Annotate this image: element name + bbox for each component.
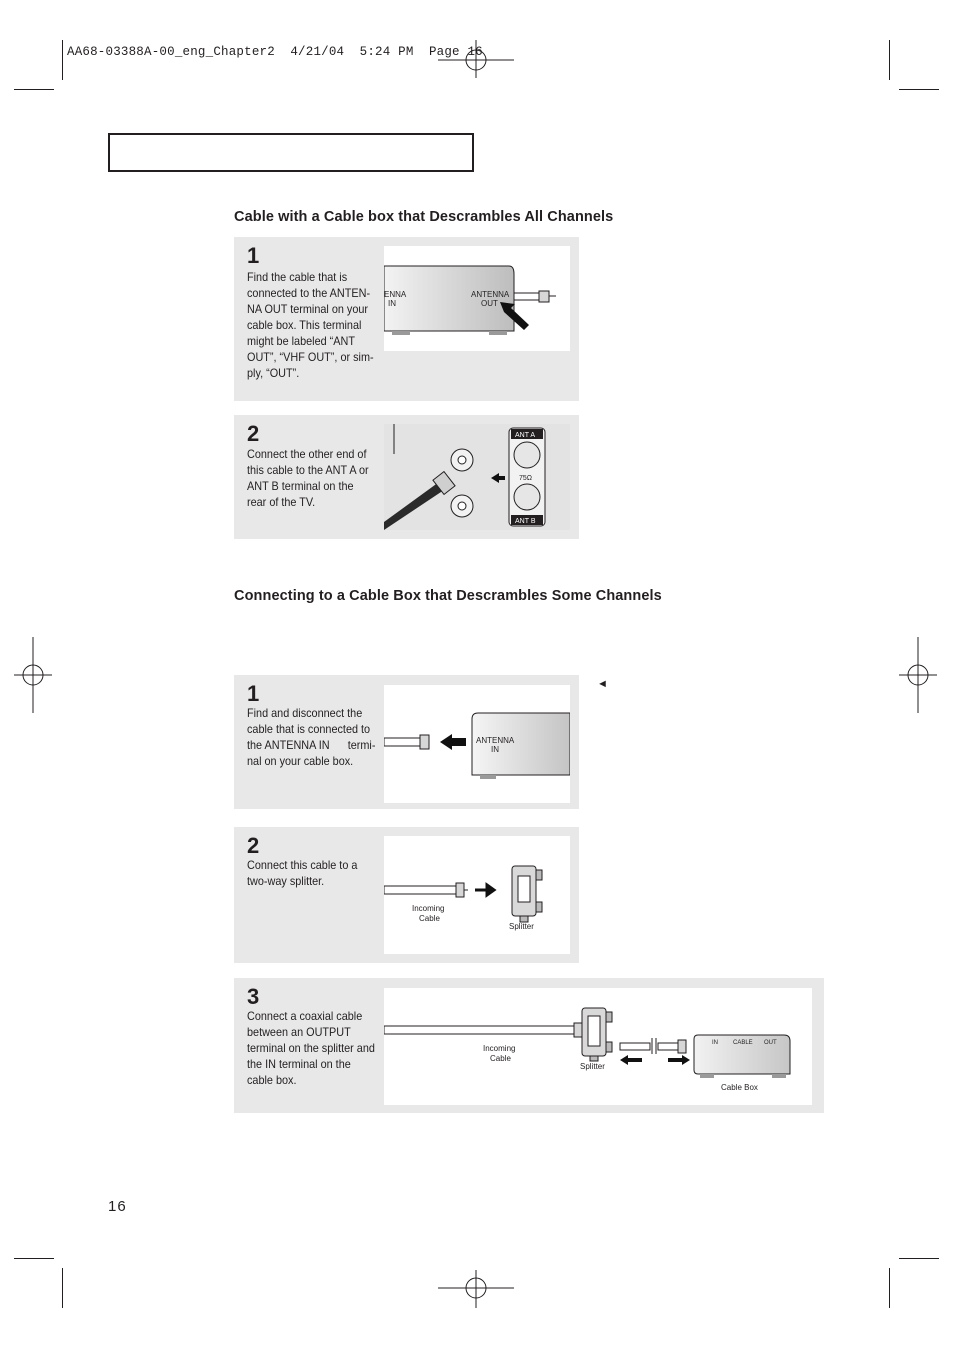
step-number: 3 — [247, 984, 260, 1009]
splitter-label: Splitter — [580, 1062, 605, 1071]
step-text: Connect a coaxial cable between an OUTPU… — [247, 1009, 375, 1087]
step-panel: 1 Find and disconnect the cable that is … — [234, 675, 579, 809]
note-marker: ◄ — [597, 678, 608, 690]
step-number: 1 — [247, 681, 260, 706]
step-number: 2 — [247, 421, 260, 446]
splitter-label: Splitter — [509, 922, 534, 931]
step-panel: 2 Connect the other end of this cable to… — [234, 415, 579, 539]
step-panel: 1 Find the cable that is connected to th… — [234, 237, 579, 401]
step-number: 2 — [247, 833, 260, 858]
ant-a-label: ANT A — [515, 432, 535, 439]
cable-box-label: Cable Box — [721, 1083, 758, 1092]
tv-terminal-illustration: ANT A 75Ω ANT B — [384, 424, 570, 530]
step-text: Find and disconnect the cable that is co… — [247, 706, 376, 768]
cable-box-cable-label: CABLE — [733, 1040, 753, 1046]
print-slug: AA68-03388A-00_eng_Chapter2 4/21/04 5:24… — [67, 45, 483, 59]
ant-b-label: ANT B — [515, 518, 536, 525]
section-heading: Connecting to a Cable Box that Descrambl… — [234, 588, 662, 604]
step-panel: 3 Connect a coaxial cable between an OUT… — [234, 978, 824, 1113]
step-number: 1 — [247, 243, 260, 268]
step-text: Connect this cable to a two-way splitter… — [247, 858, 358, 888]
step-panel: 2 Connect this cable to a two-way splitt… — [234, 827, 579, 963]
cable-box-in-label: IN — [712, 1040, 718, 1046]
page-number: 16 — [108, 1198, 127, 1215]
step-text: Connect the other end of this cable to t… — [247, 447, 369, 509]
step-text: Find the cable that is connected to the … — [247, 270, 374, 380]
section-heading: Cable with a Cable box that Descrambles … — [234, 209, 614, 225]
cable-box-out-label: OUT — [764, 1040, 777, 1046]
chapter-title-box — [108, 133, 474, 172]
impedance-label: 75Ω — [519, 475, 532, 482]
